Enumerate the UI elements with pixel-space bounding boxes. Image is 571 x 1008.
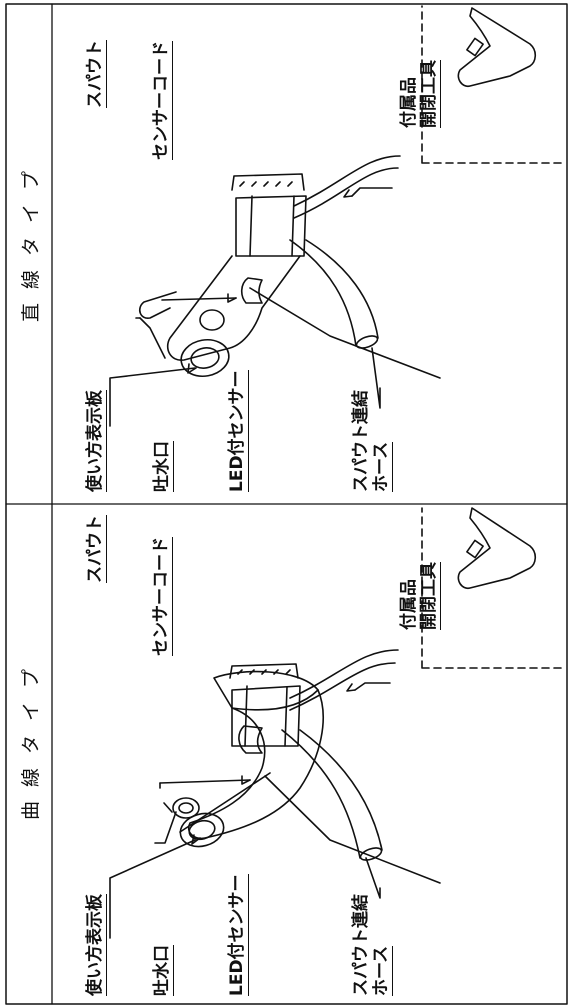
straight-body bbox=[166, 255, 301, 361]
label-outlet-left: 吐水口 bbox=[152, 945, 174, 996]
leader-usage-left bbox=[109, 839, 196, 939]
label-usage-plate-left: 使い方表示板 bbox=[85, 894, 107, 996]
leader-led-right bbox=[161, 297, 237, 301]
label-spout-right: スパウト bbox=[85, 40, 107, 108]
straight-outlet bbox=[199, 309, 225, 331]
curved-outlet bbox=[172, 797, 200, 819]
right-title: 直線タイプ bbox=[20, 156, 42, 322]
leader-hose-right bbox=[371, 347, 381, 409]
accessory-label-right: 付属品 開閉工具 bbox=[399, 60, 442, 128]
tool-left bbox=[457, 507, 537, 590]
leader-spout-right bbox=[249, 287, 441, 379]
leader-hose-left bbox=[365, 857, 381, 899]
label-accessory-right: 付属品 bbox=[399, 77, 419, 128]
curved-led-sensor bbox=[238, 725, 263, 754]
label-tool-left: 開閉工具 bbox=[419, 562, 442, 630]
accessory-box-right bbox=[421, 5, 566, 164]
straight-led-sensor bbox=[240, 277, 263, 304]
leader-outlet-left bbox=[154, 811, 177, 844]
label-hose-line2-right: ホース bbox=[371, 441, 394, 492]
label-hose-line1-left: スパウト連結 bbox=[351, 894, 371, 996]
curved-spout-illustration bbox=[109, 507, 566, 939]
label-led-sensor-right: LED付センサー bbox=[227, 370, 249, 492]
straight-hose-upper bbox=[289, 239, 357, 347]
leader-cord-left bbox=[354, 682, 391, 691]
leader-outlet-right bbox=[139, 317, 166, 359]
leader-spout-left bbox=[264, 775, 441, 884]
leader-cord-right bbox=[351, 187, 393, 197]
label-hose-left: スパウト連結 ホース bbox=[351, 894, 394, 996]
label-outlet-right: 吐水口 bbox=[152, 441, 174, 492]
label-hose-right: スパウト連結 ホース bbox=[351, 390, 394, 492]
label-accessory-left: 付属品 bbox=[399, 579, 419, 630]
straight-spout-illustration bbox=[109, 5, 566, 427]
leader-led-left bbox=[159, 779, 251, 784]
curved-hose-upper bbox=[281, 729, 361, 859]
label-sensor-cord-right: センサーコード bbox=[151, 41, 173, 160]
label-hose-line1-right: スパウト連結 bbox=[351, 390, 371, 492]
curved-usage-plate bbox=[179, 812, 225, 848]
tool-right bbox=[457, 7, 537, 88]
straight-usage-plate bbox=[180, 338, 230, 378]
label-hose-line2-left: ホース bbox=[371, 945, 394, 996]
label-led-sensor-left: LED付センサー bbox=[227, 874, 249, 996]
left-title: 曲線タイプ bbox=[20, 654, 42, 820]
label-tool-right: 開閉工具 bbox=[419, 60, 442, 128]
label-sensor-cord-left: センサーコード bbox=[151, 537, 173, 656]
label-usage-plate-right: 使い方表示板 bbox=[85, 390, 107, 492]
straight-nose bbox=[138, 291, 177, 319]
leader-usage-right bbox=[109, 367, 196, 427]
label-spout-left: スパウト bbox=[85, 515, 107, 583]
accessory-label-left: 付属品 開閉工具 bbox=[399, 562, 442, 630]
accessory-box-left bbox=[421, 507, 566, 669]
